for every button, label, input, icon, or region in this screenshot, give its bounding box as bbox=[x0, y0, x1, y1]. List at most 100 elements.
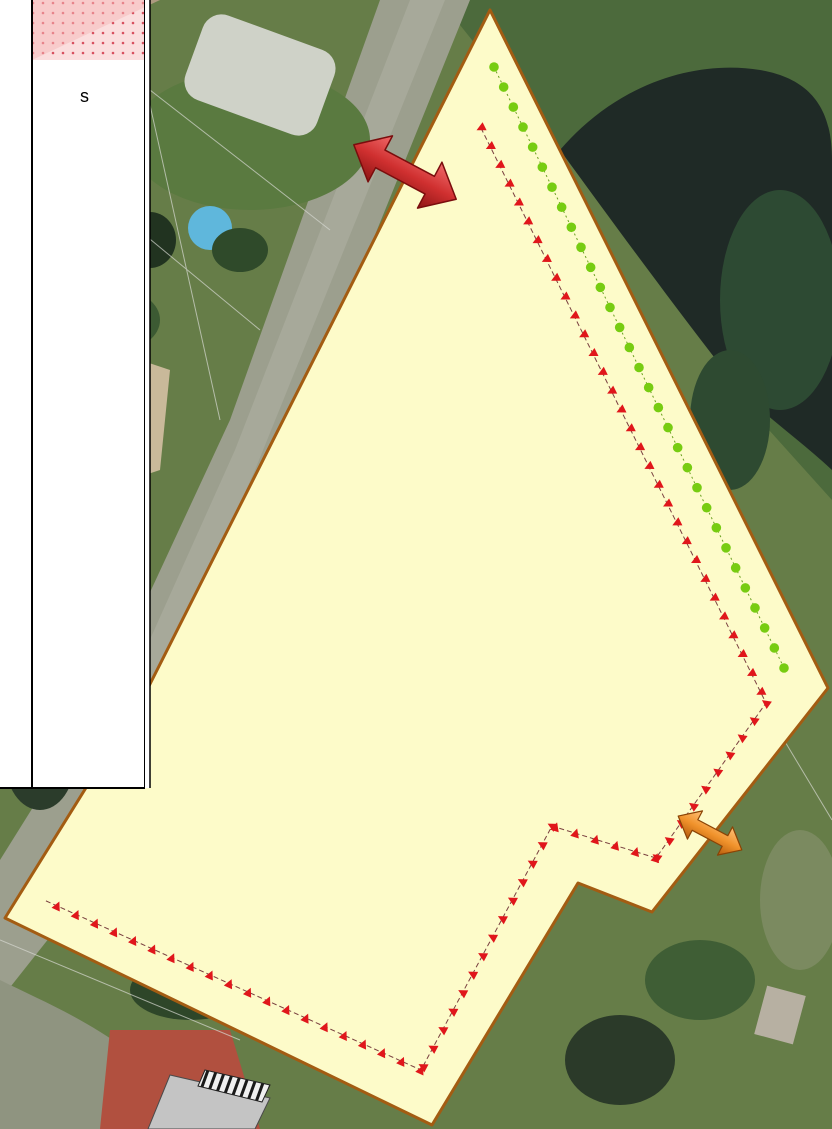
boundary-triangle bbox=[415, 1065, 424, 1076]
boundary-triangle bbox=[713, 768, 724, 778]
hedge-dot bbox=[518, 122, 528, 132]
hedge-dot bbox=[721, 543, 731, 553]
boundary-triangle bbox=[689, 802, 699, 812]
boundary-triangle bbox=[376, 1048, 386, 1059]
boundary-triangle bbox=[108, 927, 118, 938]
hedge-dot bbox=[547, 182, 557, 192]
boundary-triangle bbox=[319, 1022, 328, 1033]
boundary-triangle bbox=[357, 1039, 367, 1050]
boundary-triangle bbox=[517, 879, 528, 888]
boundary-triangle bbox=[681, 536, 692, 545]
boundary-triangle bbox=[428, 1045, 439, 1054]
hedge-dot bbox=[701, 502, 712, 513]
hedge-dot bbox=[692, 482, 702, 493]
boundary-triangle bbox=[537, 842, 548, 851]
boundary-triangle bbox=[547, 823, 558, 832]
boundary-triangle bbox=[448, 1008, 459, 1017]
boundary-triangle bbox=[569, 310, 580, 319]
boundary-triangle bbox=[607, 385, 618, 394]
boundary-triangle bbox=[610, 840, 620, 851]
boundary-triangle bbox=[147, 944, 156, 955]
boundary-triangle bbox=[664, 837, 675, 846]
hedge-dot bbox=[779, 663, 789, 673]
hedge-dot bbox=[605, 302, 615, 313]
boundary-triangle bbox=[513, 197, 524, 206]
boundary-triangle bbox=[541, 253, 552, 262]
boundary-triangle bbox=[128, 935, 137, 946]
boundary-triangle bbox=[497, 916, 508, 925]
boundary-triangle bbox=[719, 611, 730, 620]
hedge-dot bbox=[498, 82, 509, 92]
boundary-triangle bbox=[701, 785, 712, 795]
boundary-triangle bbox=[51, 901, 60, 912]
legend-partial-text: s bbox=[80, 86, 89, 106]
hedge-dot bbox=[653, 402, 664, 413]
boundary-triangle bbox=[588, 347, 599, 357]
boundary-triangle bbox=[709, 592, 720, 601]
hedge-dot bbox=[537, 162, 548, 172]
boundary-triangle bbox=[737, 648, 748, 658]
hedge-dot bbox=[585, 262, 596, 273]
boundary-triangle bbox=[70, 910, 79, 921]
boundary-triangle bbox=[700, 573, 711, 582]
boundary-triangle bbox=[438, 1027, 449, 1036]
boundary-triangle bbox=[691, 554, 702, 564]
boundary-triangle bbox=[262, 996, 271, 1007]
boundary-triangle bbox=[749, 717, 760, 727]
boundary-triangle bbox=[418, 1064, 429, 1073]
boundary-triangle bbox=[653, 479, 664, 488]
boundary-triangle bbox=[89, 918, 99, 929]
double-arrow-icon bbox=[677, 810, 743, 856]
boundary-triangle bbox=[204, 970, 213, 981]
boundary-triangle bbox=[625, 423, 636, 432]
hedge-dot bbox=[682, 462, 693, 473]
legend-panel bbox=[0, 0, 160, 789]
hedge-dot bbox=[527, 142, 538, 152]
hatched-structure bbox=[197, 1069, 271, 1103]
hedge-dot bbox=[489, 62, 499, 72]
boundary-triangle bbox=[223, 979, 233, 990]
hedge-dot bbox=[556, 202, 567, 213]
secondary-access-arrow bbox=[677, 810, 743, 856]
boundary-triangle bbox=[725, 751, 736, 761]
boundary-triangle bbox=[495, 159, 506, 168]
main-access-arrow bbox=[353, 135, 457, 209]
boundary-triangle bbox=[756, 686, 767, 695]
boundary-triangle bbox=[650, 853, 660, 864]
double-arrow-icon bbox=[353, 135, 457, 209]
hedge-dot bbox=[711, 522, 722, 533]
boundary-triangle bbox=[468, 971, 479, 980]
boundary-triangle bbox=[560, 291, 571, 300]
boundary-triangle bbox=[300, 1013, 309, 1024]
hedge-dot bbox=[595, 282, 606, 293]
boundary-triangle bbox=[458, 990, 469, 999]
boundary-triangle bbox=[281, 1005, 290, 1016]
boundary-triangle bbox=[737, 734, 748, 744]
boundary-triangle bbox=[672, 517, 683, 526]
boundary-triangle bbox=[635, 442, 646, 451]
hedge-line bbox=[489, 62, 789, 673]
hedge-dot bbox=[730, 563, 741, 573]
boundary-setback-line bbox=[43, 122, 772, 1076]
boundary-triangle bbox=[185, 961, 194, 972]
boundary-triangle bbox=[485, 140, 496, 150]
boundary-triangle bbox=[242, 987, 252, 998]
boundary-triangle bbox=[597, 366, 608, 375]
boundary-triangle bbox=[396, 1056, 405, 1067]
hedge-dot bbox=[634, 362, 644, 373]
boundary-triangle bbox=[338, 1030, 347, 1041]
boundary-triangle bbox=[551, 272, 562, 281]
hedge-dot bbox=[566, 222, 577, 233]
boundary-triangle bbox=[663, 498, 674, 507]
boundary-triangle bbox=[527, 860, 538, 869]
hedge-dot bbox=[508, 102, 519, 112]
boundary-triangle bbox=[761, 700, 772, 709]
boundary-triangle bbox=[487, 934, 499, 943]
hedge-dot bbox=[759, 623, 770, 633]
boundary-triangle bbox=[166, 953, 175, 964]
boundary-triangle bbox=[504, 178, 515, 187]
boundary-triangle bbox=[476, 122, 487, 131]
boundary-triangle bbox=[630, 847, 640, 857]
boundary-triangle bbox=[507, 897, 518, 906]
